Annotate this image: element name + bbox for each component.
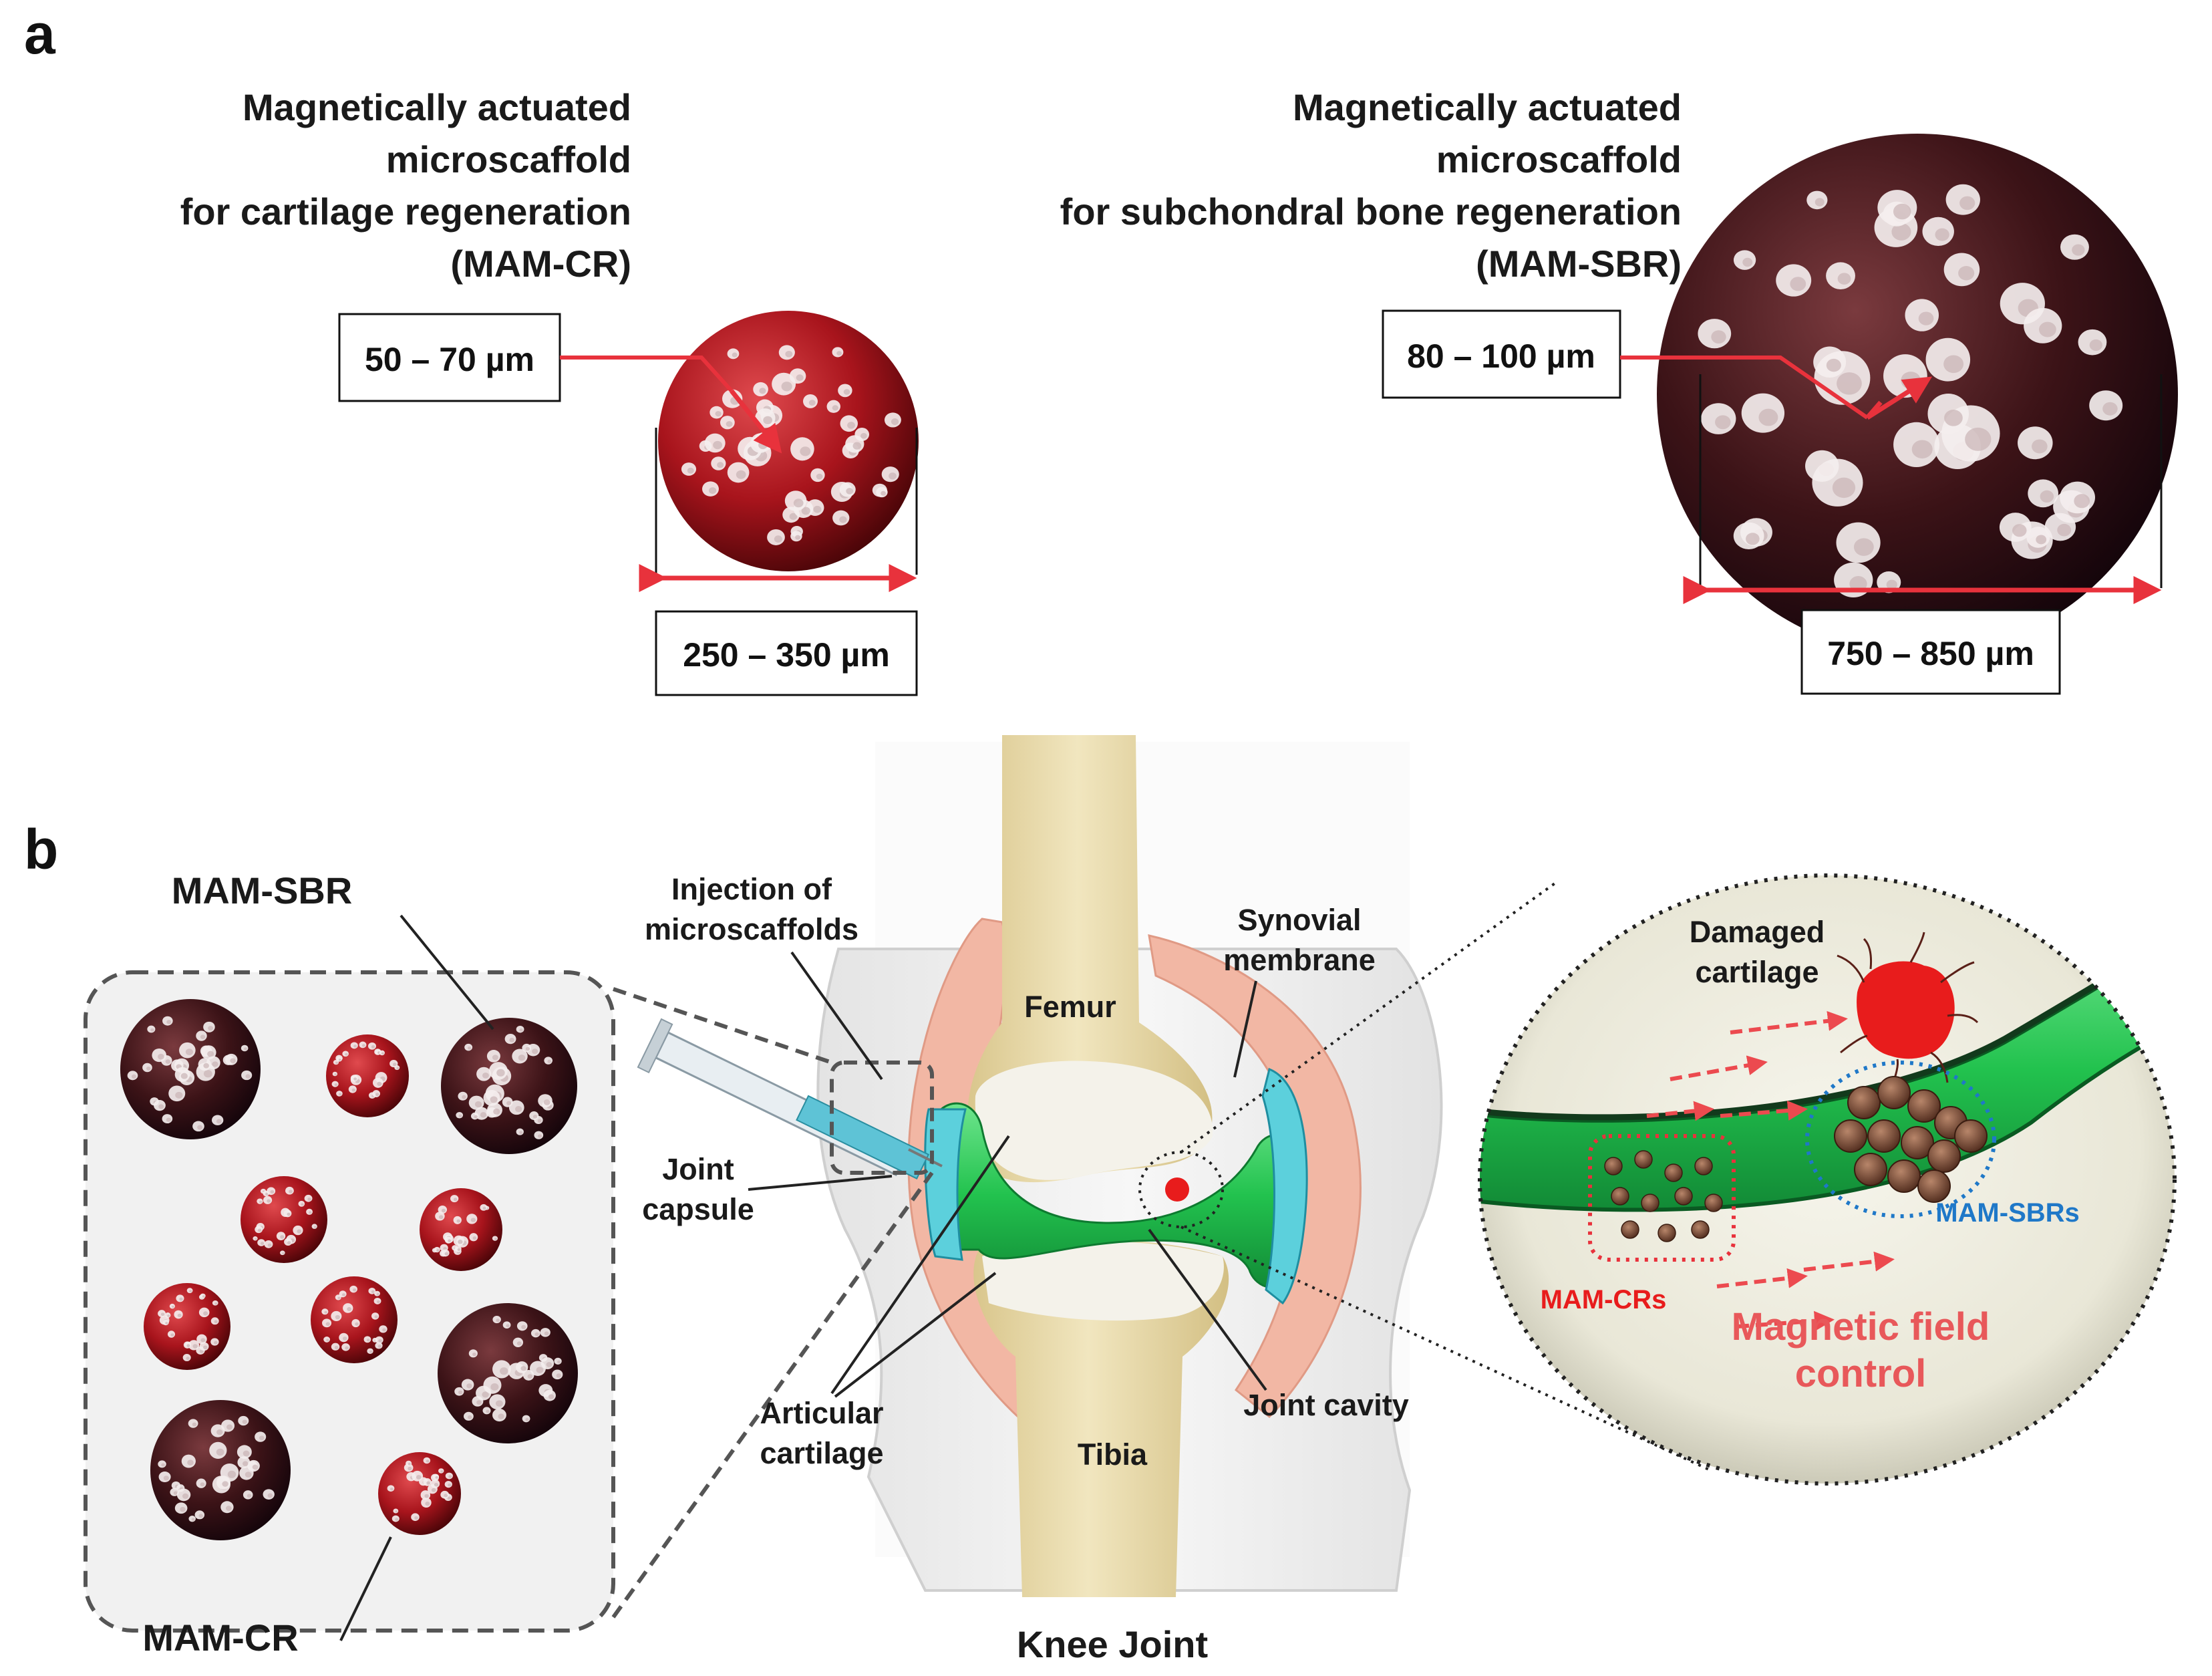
synovial-membrane-label-line-2: membrane: [1223, 943, 1376, 977]
femur-label: Femur: [1024, 990, 1116, 1024]
panel-letter-a: a: [24, 3, 56, 65]
mam-cr-title-line-2: microscaffold: [386, 138, 631, 180]
mam-sbr-title-line-2: microscaffold: [1436, 138, 1682, 180]
microscaffold-mixture-box: [84, 970, 934, 1633]
mam-sbr-pore-size: 80 – 100 µm: [1407, 337, 1595, 375]
mam-sbr-title-line-3: for subchondral bone regeneration: [1060, 190, 1682, 233]
mam-cr-title-line-4: (MAM-CR): [450, 243, 631, 285]
mam-sbr-title-line-4: (MAM-SBR): [1476, 243, 1682, 285]
microscaffold-spheres: [120, 999, 578, 1540]
mam-cr-diameter: 250 – 350 µm: [683, 636, 890, 674]
mam-sbr-title-line-1: Magnetically actuated: [1293, 86, 1682, 128]
injection-label-line-1: Injection of: [671, 872, 832, 906]
magnetic-field-label-line-1: Magnetic field: [1732, 1305, 1990, 1349]
synovial-membrane-label-line-1: Synovial: [1237, 903, 1361, 937]
mam-cr-sphere-3: [241, 1176, 327, 1263]
mam-cr-title-line-3: for cartilage regeneration: [180, 190, 631, 233]
mam-cr-sphere-9: [378, 1452, 461, 1535]
mam-sbr-pores: [1698, 184, 2123, 597]
injection-label-line-2: microscaffolds: [645, 912, 858, 946]
mam-sbrs-label: MAM-SBRs: [1935, 1198, 2080, 1228]
mam-cr-title: Magnetically actuated microscaffold for …: [180, 86, 631, 285]
syringe-icon: [637, 1018, 943, 1179]
mam-cr-sphere-1: [326, 1034, 409, 1117]
mam-sbr-sphere-7: [438, 1303, 578, 1443]
panel-b: b: [24, 735, 2177, 1665]
mam-sbr-label: MAM-SBR: [172, 869, 353, 912]
knee-joint-illustration: [637, 735, 1443, 1597]
zoom-inset: [1180, 873, 2177, 1486]
tibia-label: Tibia: [1078, 1437, 1148, 1472]
joint-capsule-label-line-1: Joint: [662, 1152, 734, 1186]
knee-joint-label: Knee Joint: [1017, 1623, 1208, 1665]
mam-cr-sphere-4: [420, 1188, 502, 1271]
articular-cartilage-label-line-2: cartilage: [760, 1436, 883, 1470]
mam-sbr-pore-size-box: [1382, 309, 1621, 399]
panel-a: a Magnetically actuated microscaffold fo…: [24, 3, 2178, 696]
mam-cr-sphere-5: [144, 1283, 230, 1370]
mam-sbr-diameter: 750 – 850 µm: [1827, 635, 2034, 672]
damaged-cartilage-label-line-2: cartilage: [1695, 955, 1819, 989]
articular-cartilage-label-line-1: Articular: [760, 1396, 883, 1430]
mam-sbr-diameter-box: [1800, 609, 2061, 695]
damaged-cartilage-label-line-1: Damaged: [1690, 915, 1825, 949]
mam-cr-title-line-1: Magnetically actuated: [243, 86, 631, 128]
mam-sbr-sphere-0: [120, 999, 261, 1139]
mam-sbr-title: Magnetically actuated microscaffold for …: [1060, 86, 1682, 285]
panel-letter-b: b: [24, 818, 58, 881]
mam-crs-label: MAM-CRs: [1541, 1285, 1667, 1314]
mam-cr-label: MAM-CR: [142, 1617, 298, 1659]
mam-sbr-sphere-illustration: [1657, 134, 2178, 655]
joint-cavity-label: Joint cavity: [1243, 1388, 1409, 1422]
mam-cr-sphere-illustration: [658, 311, 919, 571]
mam-sbr-sphere-8: [150, 1400, 291, 1540]
magnetic-field-label-line-2: control: [1795, 1352, 1927, 1395]
joint-capsule-label-line-2: capsule: [642, 1192, 754, 1226]
mam-cr-pore-size: 50 – 70 µm: [365, 341, 534, 378]
mam-cr-pore-size-box: [338, 313, 561, 402]
mam-cr-diameter-box: [655, 610, 918, 696]
mam-sbr-sphere-2: [441, 1018, 577, 1154]
mam-cr-sphere-6: [311, 1276, 398, 1363]
